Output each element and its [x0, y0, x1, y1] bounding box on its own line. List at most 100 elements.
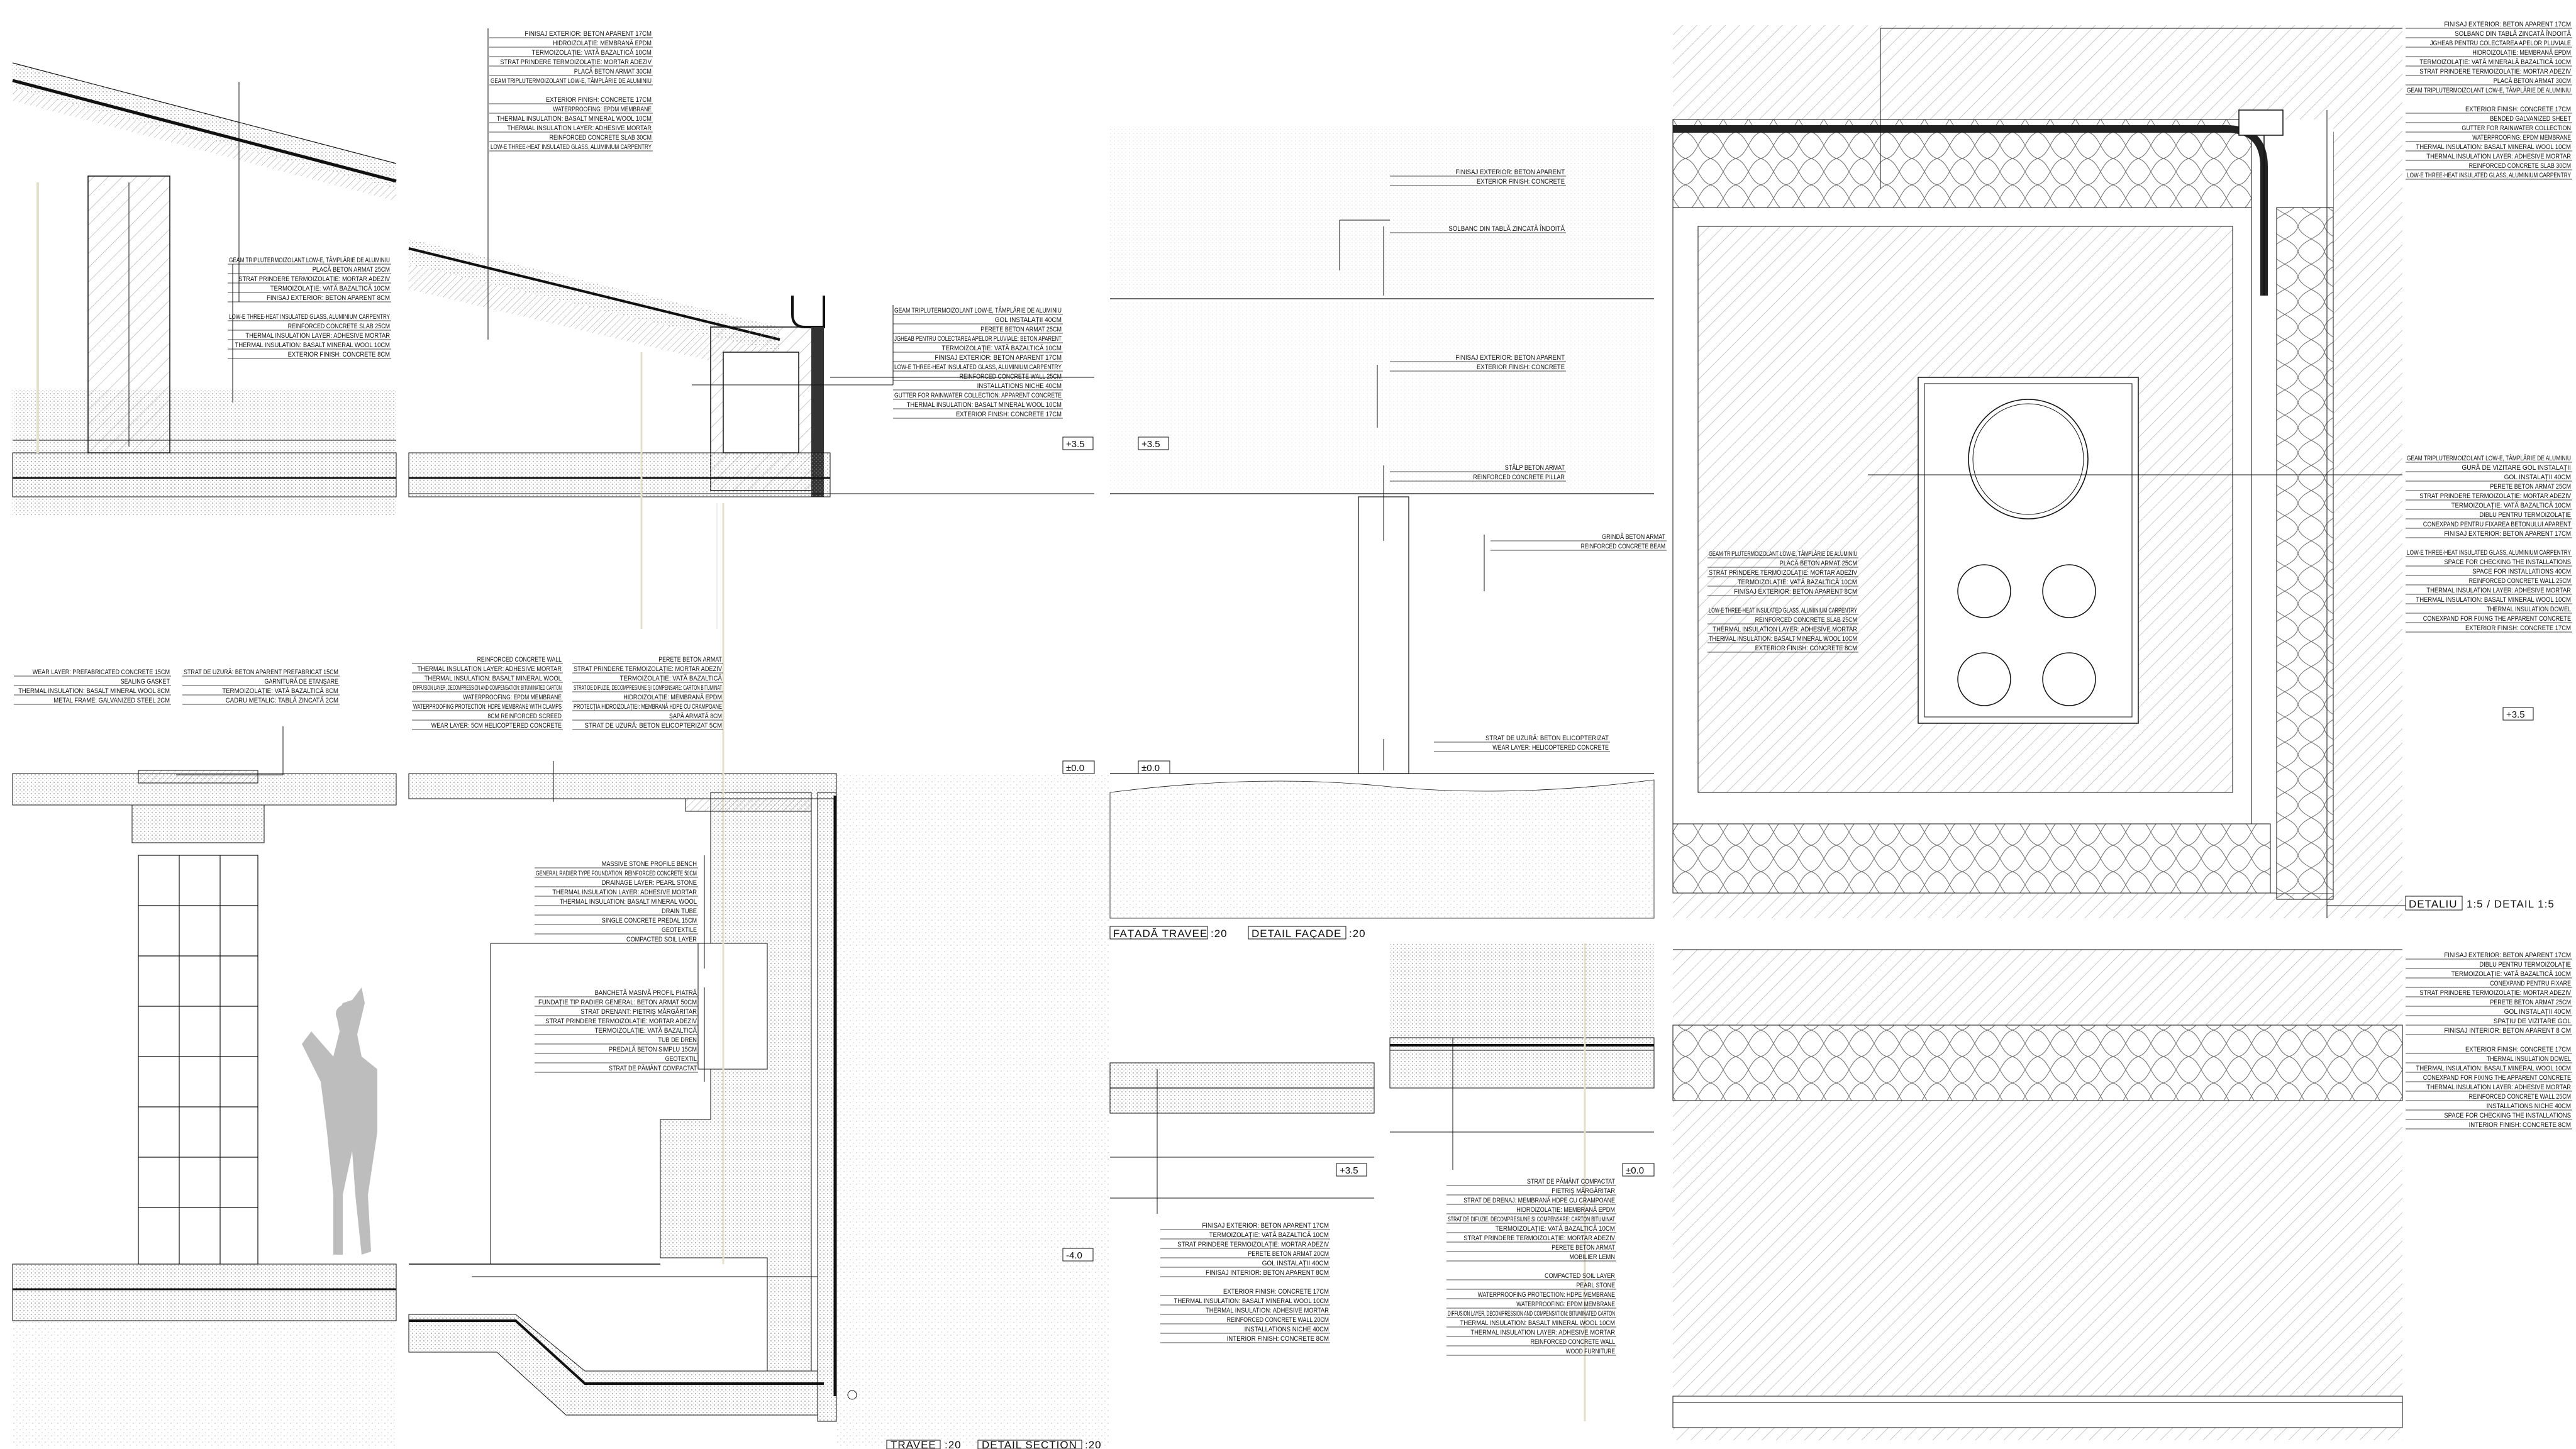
annotation-label: REINFORCED CONCRETE WALL 25CM [960, 373, 1062, 380]
annotation-label: STRAT DE DRENAJ: MEMBRANĂ HDPE CU CRAMPO… [1463, 1196, 1615, 1204]
svg-text::20: :20 [1349, 928, 1366, 940]
annotation-label: PERETE BETON ARMAT 25CM [980, 326, 1062, 333]
annotation-label: CONEXPAND FOR FIXING THE APPARENT CONCRE… [2423, 615, 2571, 623]
label-group-roof-top: FINISAJ EXTERIOR: BETON APARENT 17CMHIDR… [487, 28, 653, 340]
annotation-label: TERMOIZOLAȚIE: VATĂ BAZALTICĂ 10CM [532, 48, 652, 57]
annotation-label: FINISAJ EXTERIOR: BETON APARENT 17CM [2444, 530, 2571, 538]
title-travee-section: TRAVEE :20 DETAIL SECTION :20 [886, 1439, 1102, 1449]
annotation-label: PERETE BETON ARMAT [658, 656, 722, 663]
annotation-label: THERMAL INSULATION: BASALT MINERAL WOOL … [2416, 143, 2571, 151]
annotation-label: LOW-E THREE-HEAT INSULATED GLASS, ALUMIN… [894, 364, 1062, 371]
roof-section-left [12, 62, 397, 516]
annotation-label: COMPACTED SOIL LAYER [626, 936, 697, 943]
annotation-label: FINISAJ EXTERIOR: BETON APARENT 8CM [267, 294, 390, 302]
annotation-label: THERMAL INSULATION: BASALT MINERAL WOOL … [907, 401, 1062, 409]
annotation-label: GUTTER FOR RAINWATER COLLECTION: APPAREN… [894, 392, 1062, 399]
facade-elevation [1109, 126, 1655, 919]
annotation-label: DIBLU PENTRU TERMOIZOLAȚIE [2479, 961, 2571, 969]
annotation-label: STÂLP BETON ARMAT [1505, 464, 1565, 472]
svg-text:DETALIU: DETALIU [2409, 898, 2458, 910]
annotation-label: FINISAJ EXTERIOR: BETON APARENT 17CM [525, 30, 652, 38]
annotation-label: REINFORCED CONCRETE WALL 25CM [2469, 1093, 2571, 1101]
annotation-label: COMPACTED SOIL LAYER [1545, 1272, 1615, 1280]
annotation-label: REINFORCED CONCRETE SLAB 30CM [2469, 162, 2571, 170]
svg-text:±0.0: ±0.0 [1141, 763, 1160, 774]
title-detail-1-5: DETALIU 1:5 / DETAIL 1:5 [2405, 896, 2554, 911]
annotation-label: MOBILIER LEMN [1569, 1253, 1615, 1261]
modulor-figure [302, 987, 377, 1255]
svg-text:+3.5: +3.5 [1141, 439, 1160, 450]
annotation-label: TERMOIZOLAȚIE: VATĂ MINERALĂ BAZALTICĂ 1… [2419, 58, 2571, 66]
annotation-label: JGHEAB PENTRU COLECTAREA APELOR PLUVIALE [2430, 40, 2571, 47]
annotation-label: GEAM TRIPLUTERMOIZOLANT LOW-E, TÂMPLĂRIE… [2407, 86, 2571, 94]
annotation-label: WEAR LAYER: PREFABRICATED CONCRETE 15CM [33, 669, 170, 676]
annotation-label: STRAT PRINDERE TERMOIZOLAȚIE: MORTAR ADE… [238, 275, 390, 283]
annotation-label: STRAT PRINDERE TERMOIZOLAȚIE: MORTAR ADE… [2419, 492, 2571, 500]
annotation-label: FINISAJ EXTERIOR: BETON APARENT 17CM [1202, 1222, 1329, 1230]
annotation-label: GURĂ DE VIZITARE GOL INSTALAȚII [2462, 464, 2571, 472]
annotation-label: EXTERIOR FINISH: CONCRETE [1477, 178, 1565, 186]
annotation-label: THERMAL INSULATION: BASALT MINERAL WOOL [425, 675, 562, 682]
annotation-label: DRAINAGE LAYER: PEARL STONE [602, 879, 697, 887]
label-group-detail-roof: FINISAJ EXTERIOR: BETON APARENT 17CMSOLB… [1880, 21, 2572, 189]
basement-section [408, 503, 1110, 1446]
annotation-label: PROTECȚIA HIDROIZOLAȚIEI: MEMBRANĂ HDPE … [574, 702, 722, 711]
annotation-label: REINFORCED CONCRETE BEAM [1581, 543, 1665, 550]
annotation-label: SINGLE CONCRETE PREDAL 15CM [602, 917, 697, 924]
annotation-label: FINISAJ EXTERIOR: BETON APARENT 17CM [2444, 952, 2571, 959]
annotation-label: HIDROIZOLAȚIE: MEMBRANĂ EPDM [623, 693, 722, 701]
annotation-label: THERMAL INSULATION: BASALT MINERAL WOOL … [2416, 596, 2571, 604]
level-marker-zero-b: ±0.0 [1062, 760, 1095, 774]
annotation-label: EXTERIOR FINISH: CONCRETE 8CM [288, 351, 390, 358]
annotation-label: PERETE BETON ARMAT 25CM [2490, 999, 2571, 1006]
annotation-label: WATERPROOFING PROTECTION: HDPE MEMBRANE … [413, 703, 562, 711]
annotation-label: GOL INSTALAȚII 40CM [995, 316, 1062, 324]
annotation-label: THERMAL INSULATION LAYER: ADHESIVE MORTA… [552, 889, 697, 896]
annotation-label: INSTALLATIONS NICHE 40CM [2487, 1102, 2571, 1110]
annotation-label: INSTALLATIONS NICHE 40CM [977, 382, 1062, 390]
annotation-label: FINISAJ EXTERIOR: BETON APARENT 17CM [935, 354, 1062, 362]
svg-text:+3.5: +3.5 [2506, 709, 2525, 720]
annotation-label: EXTERIOR FINISH: CONCRETE [1477, 364, 1565, 371]
annotation-label: THERMAL INSULATION LAYER: ADHESIVE MORTA… [507, 125, 652, 132]
annotation-label: THERMAL INSULATION LAYER: ADHESIVE MORTA… [1470, 1329, 1615, 1336]
annotation-label: FINISAJ EXTERIOR: BETON APARENT 17CM [2444, 21, 2571, 28]
level-marker-zero-a: ±0.0 [1138, 760, 1170, 774]
annotation-label: FINISAJ EXTERIOR: BETON APARENT [1455, 169, 1565, 176]
annotation-label: THERMAL INSULATION: ADHESIVE MORTAR [1206, 1307, 1329, 1314]
annotation-label: THERMAL INSULATION: BASALT MINERAL WOOL [560, 898, 697, 906]
label-group-roof-left: GEAM TRIPLUTERMOIZOLANT LOW-E, TÂMPLĂRIE… [228, 256, 391, 402]
annotation-label: THERMAL INSULATION DOWEL [2487, 1055, 2571, 1063]
annotation-label: EXTERIOR FINISH: CONCRETE 17CM [1223, 1288, 1329, 1296]
annotation-label: CADRU METALIC: TABLĂ ZINCATĂ 2CM [226, 696, 338, 704]
floor-stair-section [12, 770, 397, 1446]
annotation-label: TUB DE DREN [658, 1036, 697, 1044]
annotation-label: THERMAL INSULATION LAYER: ADHESIVE MORTA… [1713, 626, 1857, 633]
label-group-facade-mid: FINISAJ EXTERIOR: BETON APARENTEXTERIOR … [1377, 354, 1566, 428]
annotation-label: GOL INSTALAȚII 40CM [2504, 1008, 2571, 1016]
annotation-label: DIBLU PENTRU TERMOIZOLAȚIE [2479, 511, 2571, 519]
ground-detail [1389, 943, 1655, 1421]
annotation-label: REINFORCED CONCRETE SLAB 25CM [1755, 616, 1857, 624]
annotation-label: STRAT DE UZURĂ: BETON ELICOPTERIZAT [1485, 734, 1609, 742]
annotation-label: SPACE FOR CHECKING THE INSTALLATIONS [2444, 558, 2571, 566]
svg-text:±0.0: ±0.0 [1066, 763, 1084, 774]
annotation-label: GEAM TRIPLUTERMOIZOLANT LOW-E, TÂMPLĂRIE… [491, 77, 652, 85]
detail-1-5-lower [1672, 949, 2403, 1440]
annotation-label: FINISAJ EXTERIOR: BETON APARENT 8CM [1734, 588, 1857, 596]
annotation-label: GEAM TRIPLUTERMOIZOLANT LOW-E, TÂMPLĂRIE… [1709, 550, 1857, 558]
annotation-label: THERMAL INSULATION LAYER: ADHESIVE MORTA… [2426, 1084, 2571, 1091]
label-group-small-wall: FINISAJ EXTERIOR: BETON APARENT 17CMTERM… [1160, 1222, 1330, 1343]
level-marker-plus-35-a: +3.5 [1062, 436, 1094, 450]
annotation-label: INSTALLATIONS NICHE 40CM [1245, 1326, 1329, 1333]
label-group-detail-window: GEAM TRIPLUTERMOIZOLANT LOW-E, TÂMPLĂRIE… [1707, 550, 1858, 653]
annotation-label: LOW-E THREE-HEAT INSULATED GLASS, ALUMIN… [2407, 172, 2571, 179]
annotation-label: PERETE BETON ARMAT [1552, 1244, 1615, 1252]
svg-text::20: :20 [1085, 1439, 1102, 1449]
annotation-label: REINFORCED CONCRETE PILLAR [1473, 474, 1565, 481]
label-group-floor-top-left: WEAR LAYER: PREFABRICATED CONCRETE 15CMS… [14, 669, 171, 705]
svg-text:DETAIL SECTION: DETAIL SECTION [982, 1439, 1077, 1449]
annotation-label: BANCHETĂ MASIVĂ PROFIL PIATRĂ [595, 989, 697, 997]
